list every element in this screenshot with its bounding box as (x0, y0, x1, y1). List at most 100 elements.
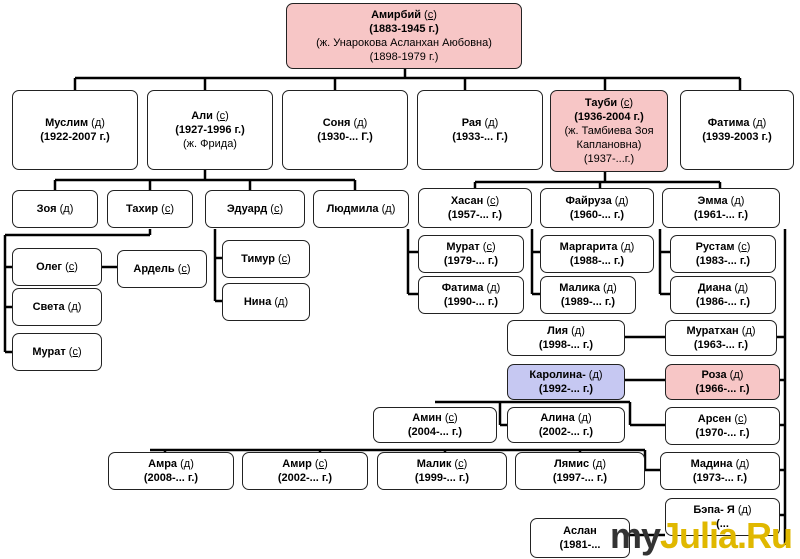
person-name: Аслан (563, 525, 597, 537)
person-madina: Мадина (д) (1973-... г.) (660, 452, 780, 490)
person-name: Бэпа- Я (693, 504, 735, 516)
person-name: Али (191, 110, 213, 122)
person-zoya: Зоя (д) (12, 190, 98, 228)
person-amirbiy: Амирбий (с) (1883-1945 г.) (ж. Унарокова… (286, 3, 522, 69)
person-dates: (1883-1945 г.) (369, 23, 439, 35)
sex-marker: с (427, 9, 434, 21)
person-dates: (1983-... г.) (695, 255, 751, 267)
person-diana: Диана (д) (1986-... г.) (670, 276, 776, 314)
person-dates: (1981-... (559, 539, 601, 551)
sex-marker: с (273, 203, 280, 215)
person-name: Маргарита (559, 241, 618, 253)
person-murat-1: Мурат (с) (12, 333, 102, 371)
sex-marker: с (490, 195, 496, 207)
sex-marker: д (738, 282, 745, 294)
sex-marker: с (741, 241, 747, 253)
person-dates: (1998-... г.) (538, 339, 594, 351)
person-name: Рая (461, 117, 482, 129)
spouse-dates: (1937-...г.) (583, 153, 635, 165)
person-dates: (1927-1996 г.) (175, 124, 245, 136)
person-fatima: Фатима (д) (1939-2003 г.) (680, 90, 794, 170)
watermark-logo: myJulia.Ru (609, 515, 793, 557)
person-taubi: Тауби (с) (1936-2004 г.) (ж. Тамбиева Зо… (550, 90, 668, 172)
sex-marker: с (623, 97, 630, 109)
sex-marker: с (486, 241, 492, 253)
person-emma: Эмма (д) (1961-... г.) (662, 188, 780, 228)
spouse: (ж. Фрида) (183, 138, 237, 150)
person-ardel: Ардель (с) (117, 250, 207, 288)
sex-marker: д (734, 195, 741, 207)
person-name: Тахир (125, 203, 159, 215)
person-dates: (1966-... г.) (695, 383, 750, 395)
person-name: Тимур (241, 253, 275, 265)
person-name: Людмила (326, 203, 379, 215)
sex-marker: д (183, 458, 191, 470)
sex-marker: д (733, 369, 740, 381)
person-name: Муратхан (686, 325, 739, 337)
person-name: Диана (697, 282, 732, 294)
person-name: Мурат (446, 241, 480, 253)
person-dates: (1970-... г.) (695, 427, 750, 439)
sex-marker: д (94, 117, 102, 129)
sex-marker: с (281, 253, 288, 265)
person-name: Лия (547, 325, 569, 337)
person-name: Лямис (554, 458, 590, 470)
person-dates: (1922-2007 г.) (40, 131, 110, 143)
person-bepa: Бэпа- Я (д) (... (665, 498, 780, 536)
person-sonya: Соня (д) (1930-... Г.) (282, 90, 408, 170)
person-malika: Малика (д) (1989-... г.) (540, 276, 636, 314)
person-arsen: Арсен (с) (1970-... г.) (665, 407, 780, 445)
person-amin: Амин (с) (2004-... г.) (373, 407, 497, 443)
person-raya: Рая (д) (1933-... Г.) (417, 90, 543, 170)
person-name: Файруза (565, 195, 612, 207)
sex-marker: с (458, 458, 464, 470)
person-name: Рустам (695, 241, 735, 253)
sex-marker: д (63, 203, 70, 215)
spouse: (ж. Унарокова Асланхан Аюбовна) (316, 37, 492, 49)
person-amir: Амир (с) (2002-... г.) (242, 452, 368, 490)
sex-marker: д (574, 325, 582, 337)
person-amra: Амра (д) (2008-... г.) (108, 452, 234, 490)
person-name: Олег (36, 261, 63, 273)
person-dates: (1939-2003 г.) (702, 131, 772, 143)
person-name: Арсен (697, 413, 732, 425)
person-name: Роза (701, 369, 727, 381)
person-dates: (2004-... г.) (407, 426, 463, 438)
person-dates: (... (716, 518, 729, 530)
person-ali: Али (с) (1927-1996 г.) (ж. Фрида) (147, 90, 273, 170)
sex-marker: с (68, 261, 75, 273)
sex-marker: с (738, 413, 744, 425)
spouse: (ж. Тамбиева Зоя Каплановна) (564, 125, 654, 151)
person-name: Эдуард (226, 203, 268, 215)
person-karolina: Каролина- (д) (1992-... г.) (507, 364, 625, 400)
person-alina: Алина (д) (2002-... г.) (507, 407, 625, 443)
person-muratkhan: Муратхан (д) (1963-... г.) (665, 320, 777, 356)
person-name: Мадина (690, 458, 733, 470)
sex-marker: д (618, 195, 625, 207)
person-tahir: Тахир (с) (107, 190, 193, 228)
person-dates: (1999-... г.) (414, 472, 470, 484)
sex-marker: с (318, 458, 325, 470)
person-name: Фатима (707, 117, 750, 129)
sex-marker: д (756, 117, 763, 129)
person-name: Нина (243, 296, 272, 308)
person-dates: (1988-... г.) (569, 255, 625, 267)
person-dates: (1992-... г.) (538, 383, 594, 395)
sex-marker: д (357, 117, 364, 129)
watermark-part-1: my (609, 515, 661, 556)
person-name: Малика (559, 282, 600, 294)
person-hasan: Хасан (с) (1957-... г.) (418, 188, 532, 228)
person-dates: (1990-... г.) (443, 296, 499, 308)
sex-marker: с (219, 110, 226, 122)
person-dates: (2008-... г.) (143, 472, 199, 484)
person-name: Ардель (133, 263, 175, 275)
sex-marker: д (595, 458, 603, 470)
person-name: Амир (282, 458, 312, 470)
sex-marker: д (745, 325, 752, 337)
person-roza: Роза (д) (1966-... г.) (665, 364, 780, 400)
person-name: Хасан (450, 195, 484, 207)
person-name: Алина (540, 412, 575, 424)
person-dates: (1936-2004 г.) (574, 111, 644, 123)
